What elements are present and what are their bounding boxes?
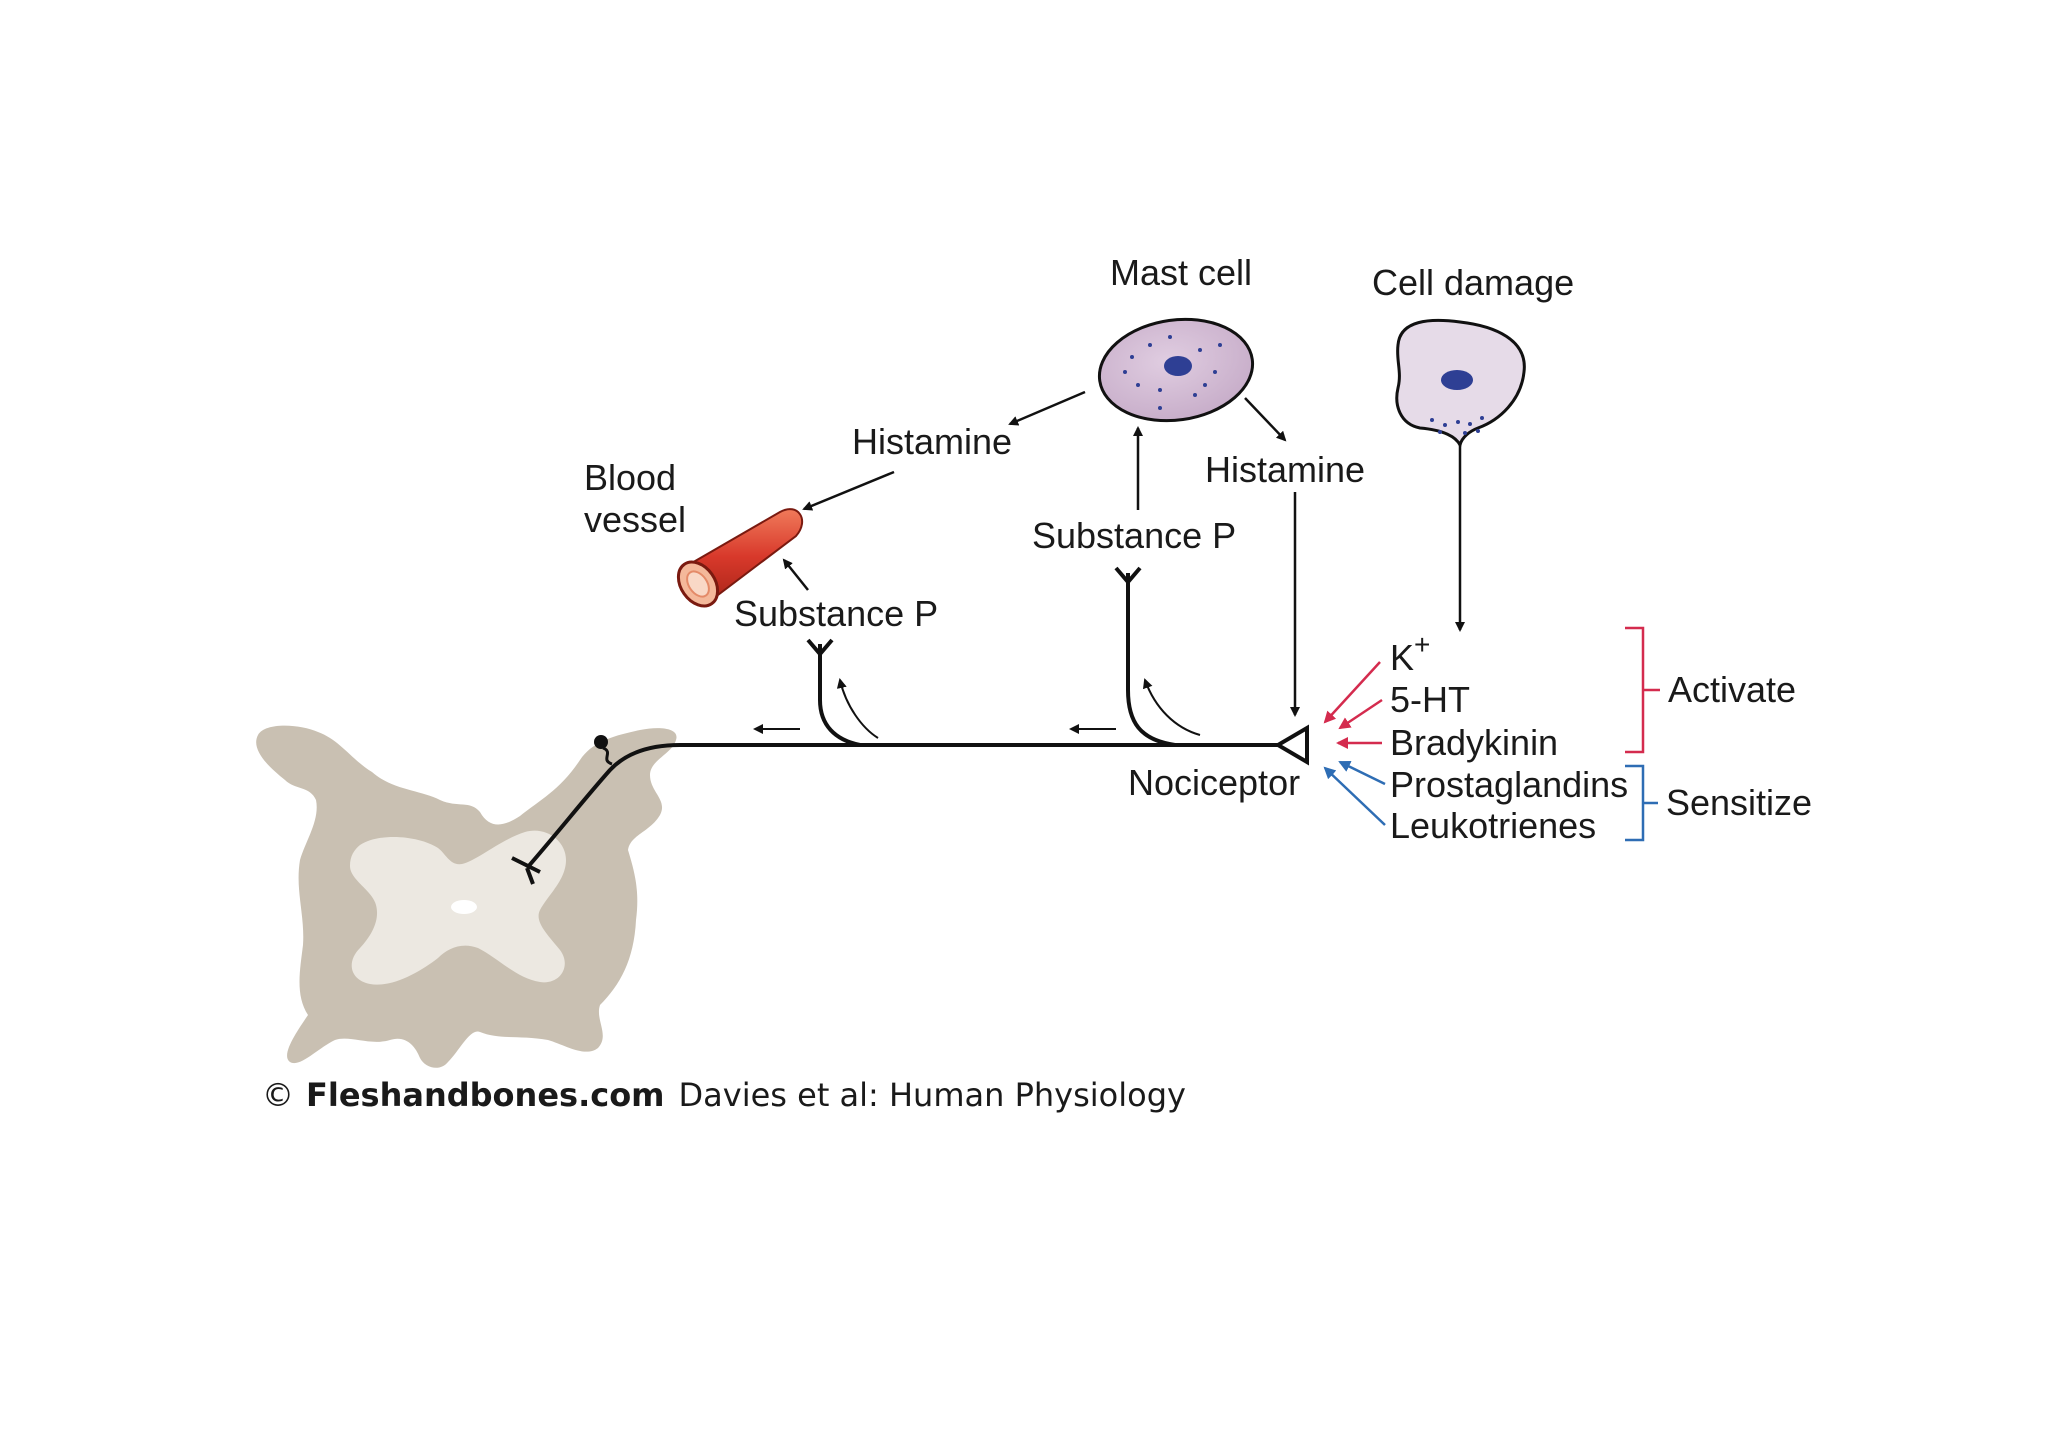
- soma-stalk: [602, 746, 613, 766]
- leaking-contents: [1430, 416, 1484, 435]
- credit-site: Fleshandbones.com: [306, 1076, 665, 1114]
- cell-damage-label: Cell damage: [1372, 262, 1574, 303]
- mast-cell: [1097, 317, 1255, 423]
- k-plus-superscript: +: [1414, 629, 1430, 660]
- 5ht-label: 5-HT: [1390, 679, 1470, 720]
- activate-bracket: [1625, 626, 1660, 754]
- k-plus-base: K: [1390, 637, 1414, 678]
- damaged-cell-nucleus: [1441, 370, 1473, 390]
- arrow-k-plus: [1323, 661, 1381, 724]
- sensitizer-arrows: [1323, 760, 1386, 826]
- collateral-left: [818, 644, 861, 747]
- substance-p-right-label: Substance P: [1032, 515, 1236, 556]
- activator-arrows: [1323, 661, 1383, 749]
- arrow-mast-to-histamine-left: [1008, 390, 1086, 426]
- arrow-leukotrienes: [1323, 766, 1386, 826]
- dorsal-root-ganglion-soma: [594, 735, 608, 749]
- k-plus-label: K+: [1390, 629, 1430, 678]
- collateral-right-ending: [1114, 566, 1142, 586]
- credit-source: Davies et al: Human Physiology: [679, 1076, 1186, 1114]
- collateral-left-ending: [806, 638, 834, 658]
- prostaglandins-label: Prostaglandins: [1390, 764, 1628, 805]
- collateral-right: [1126, 573, 1176, 747]
- arrow-5ht: [1338, 698, 1383, 730]
- sensitize-label: Sensitize: [1666, 782, 1812, 823]
- arrow-substance-p-to-vessel: [782, 558, 809, 591]
- arrow-prostaglandins: [1338, 760, 1386, 786]
- histamine-right-label: Histamine: [1205, 449, 1365, 490]
- spinal-cord: [256, 725, 677, 1068]
- nociceptor-label: Nociceptor: [1128, 762, 1300, 803]
- central-canal: [451, 900, 477, 914]
- blood-vessel-label-line1: Blood: [584, 457, 676, 498]
- nociceptor-fibre: [511, 566, 1309, 885]
- copyright-symbol: ©: [262, 1076, 294, 1114]
- sensitize-bracket: [1625, 764, 1658, 842]
- damaged-cell: [1395, 318, 1526, 450]
- arrow-mast-to-histamine-right: [1244, 397, 1287, 442]
- pathway-arrows: [782, 390, 1465, 717]
- vessel-tube: [688, 508, 803, 606]
- arrow-histamine-to-vessel: [802, 470, 895, 511]
- antidromic-arrow-left: [836, 678, 879, 739]
- activate-label: Activate: [1668, 669, 1796, 710]
- antidromic-arrow-right: [1142, 678, 1201, 736]
- afferent-axon: [525, 743, 1278, 870]
- mast-cell-nucleus: [1164, 356, 1192, 376]
- leukotrienes-label: Leukotrienes: [1390, 805, 1596, 846]
- mast-cell-label: Mast cell: [1110, 252, 1252, 293]
- credit-line: © Fleshandbones.com Davies et al: Human Ph…: [262, 1076, 1186, 1114]
- blood-vessel: [676, 508, 803, 608]
- substance-p-left-label: Substance P: [734, 593, 938, 634]
- nociceptor-terminal: [1274, 724, 1309, 766]
- bradykinin-label: Bradykinin: [1390, 722, 1558, 763]
- central-terminal: [511, 856, 541, 885]
- vessel-lumen-inner: [686, 570, 710, 598]
- mast-cell-granules: [1123, 335, 1222, 410]
- blood-vessel-label-line2: vessel: [584, 499, 686, 540]
- histamine-left-label: Histamine: [852, 421, 1012, 462]
